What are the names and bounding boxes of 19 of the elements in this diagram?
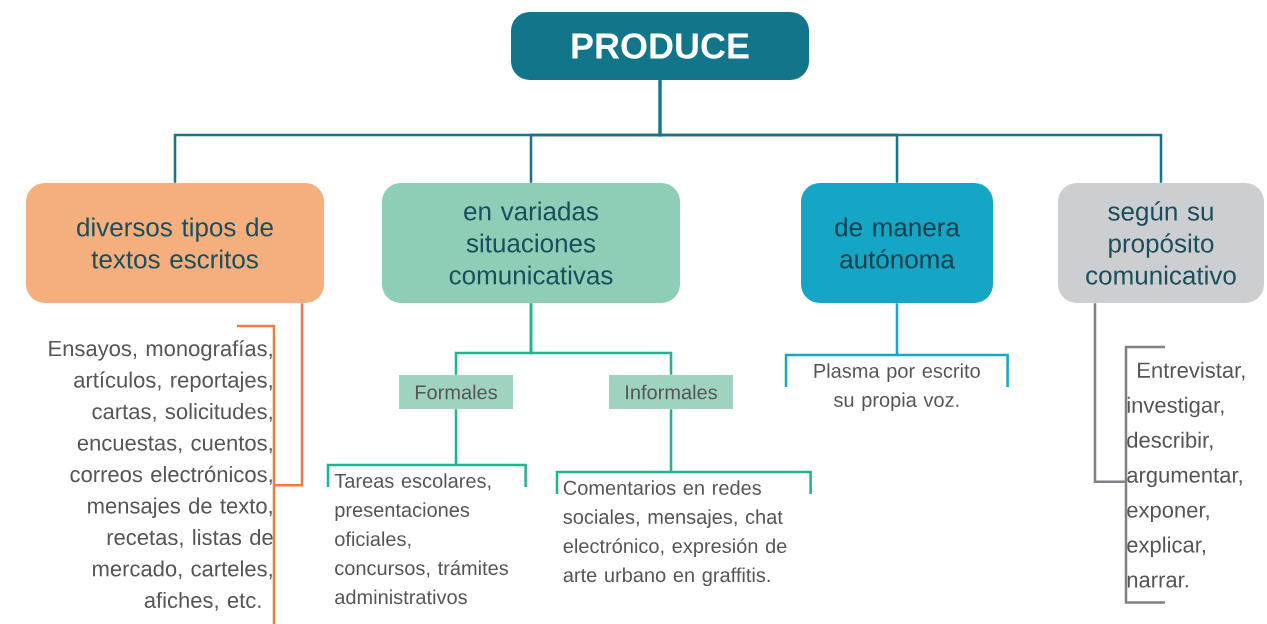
connector-line [1093, 303, 1126, 483]
bracketed-text: Plasma por escrito su propia voz. [784, 353, 1009, 411]
category-box: según su propósito comunicativo [1058, 183, 1264, 303]
connector-line [895, 303, 899, 355]
category-tag: Informales [609, 375, 733, 409]
bracketed-text: Entrevistar, investigar, describir, argumentar, exponer, explicar, narrar. [1124, 345, 1245, 604]
bracketed-text: Comentarios en redes sociales, mensajes, chat electrónico, expresión de arte urbano en graffitis. [555, 470, 812, 587]
connector-line [274, 303, 304, 487]
category-box: en variadas situaciones comunicativas [382, 183, 680, 303]
bracketed-text: Ensayos, monografías, artículos, reportajes, cartas, solicitudes, encuestas, cuentos, correos electrónicos, mensajes de texto, recetas, listas de mercado, carteles, afiches, etc. [49, 324, 276, 624]
connector-line [669, 409, 673, 472]
connector-line [529, 303, 673, 375]
bracketed-text: Tareas escolares, presentaciones oficiales, concursos, trámites administrativos [326, 463, 527, 605]
title-box: PRODUCE [511, 12, 809, 80]
connector-line [658, 80, 1163, 183]
category-tag: Formales [399, 375, 513, 409]
category-box: diversos tipos de textos escritos [26, 183, 324, 303]
connector-line [454, 409, 458, 465]
category-box: de manera autónoma [801, 183, 993, 303]
